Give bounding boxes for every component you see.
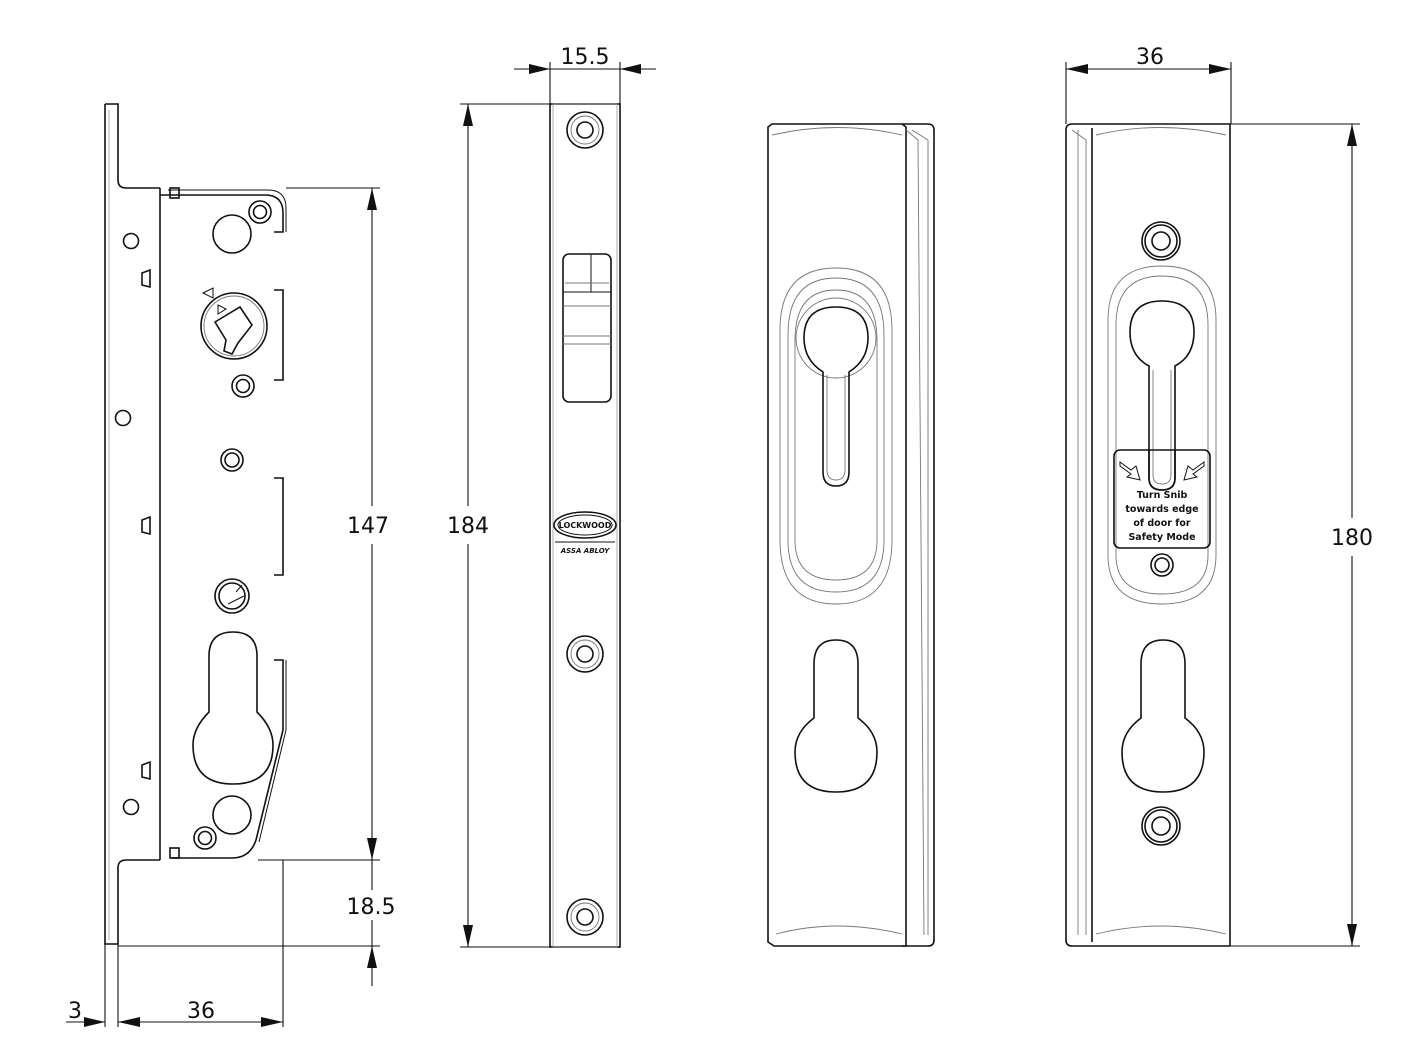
dimension-furniture-width: 36	[1136, 45, 1164, 70]
svg-text:LOCKWOOD: LOCKWOOD	[559, 521, 612, 530]
lockwood-logo	[553, 511, 617, 539]
keyhole-icon	[1121, 639, 1205, 793]
dimension-case-height: 147	[347, 514, 389, 539]
inside-furniture-view: Turn Snib towards edge of door for Safet…	[1065, 123, 1231, 947]
svg-text:Turn Snib: Turn Snib	[1137, 490, 1188, 501]
forend-plate	[104, 104, 160, 945]
faceplate-view: LOCKWOOD ASSA ABLOY	[549, 103, 621, 948]
screw-hole-icon	[114, 409, 132, 427]
svg-text:ASSA ABLOY: ASSA ABLOY	[560, 547, 611, 555]
svg-text:towards edge: towards edge	[1125, 504, 1198, 515]
snib-icon	[213, 305, 253, 355]
screw-hole-icon	[122, 232, 140, 250]
dimension-lines: 147 18.5 3 36 15.5 184	[66, 45, 1373, 1027]
outside-furniture-view	[767, 123, 935, 947]
svg-text:Safety Mode: Safety Mode	[1128, 532, 1195, 543]
keyhole-icon	[794, 639, 878, 793]
dimension-flange-offset: 18.5	[347, 895, 396, 920]
turn-arrow-left-icon	[1119, 461, 1141, 481]
screw-hole-icon	[122, 798, 140, 816]
dimension-furniture-height: 180	[1331, 526, 1373, 551]
safety-mode-label	[1113, 449, 1211, 549]
snib-slot-icon	[1129, 300, 1195, 491]
dimension-backset: 36	[187, 999, 215, 1024]
side-view	[104, 103, 287, 945]
cylinder-hole-icon	[803, 306, 869, 487]
dimension-plate-thickness: 3	[68, 999, 82, 1024]
turn-arrow-right-icon	[1183, 461, 1205, 481]
cylinder-cutout-icon	[192, 631, 274, 785]
latch-bolt	[562, 253, 612, 403]
direction-arrow-icon	[201, 287, 214, 299]
svg-text:of door for: of door for	[1133, 518, 1190, 529]
forend-top-flange	[105, 103, 160, 189]
dimension-faceplate-width: 15.5	[561, 45, 610, 70]
dimension-faceplate-height: 184	[447, 514, 489, 539]
